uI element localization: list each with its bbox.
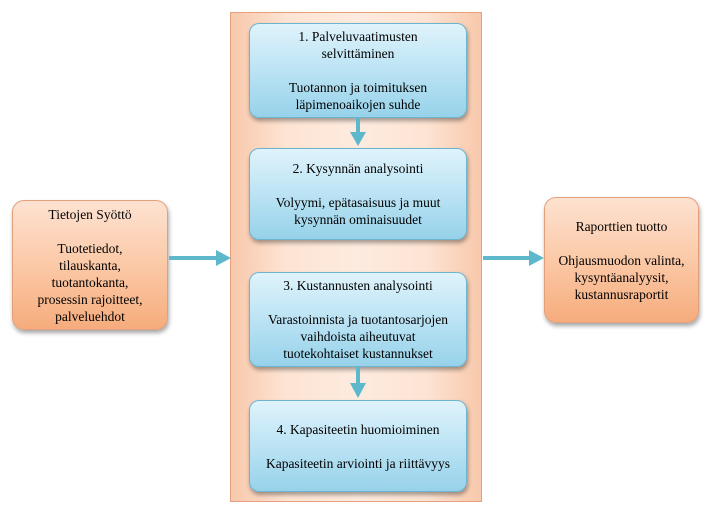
step-3-title-line-1: 3. Kustannusten analysointi bbox=[283, 278, 433, 293]
step-1-desc-line-2: läpimenoaikojen suhde bbox=[295, 97, 421, 112]
input-box-line-4: prosessin rajoitteet, bbox=[37, 291, 143, 307]
output-box-title: Raporttien tuotto bbox=[575, 218, 668, 234]
input-box-line-1: Tuotetiedot, bbox=[57, 240, 123, 256]
step-4-title-line-1: 4. Kapasiteetin huomioiminen bbox=[276, 421, 440, 437]
step-1-desc-line-1: Tuotannon ja toimituksen bbox=[288, 80, 428, 95]
input-box-line-2: tilauskanta, bbox=[59, 257, 121, 273]
output-box-line-2: kysyntäanalyysit, bbox=[574, 269, 669, 285]
step-3-box: 3. Kustannusten analysointi Varastoinnis… bbox=[249, 272, 467, 367]
input-box-line-5: palveluehdot bbox=[55, 308, 125, 324]
step-2-title-line-1: 2. Kysynnän analysointi bbox=[292, 161, 424, 176]
step-4-box: 4. Kapasiteetin huomioiminen Kapasiteeti… bbox=[249, 400, 467, 492]
step-2-desc-line-1: Volyymi, epätasaisuus ja muut bbox=[275, 195, 441, 210]
step-1-title-line-1: 1. Palveluvaatimusten bbox=[298, 29, 418, 44]
step-3-desc-line-2: vaihdoista aiheutuvat bbox=[300, 329, 416, 344]
arrow-input-to-process bbox=[169, 250, 231, 266]
input-box: Tietojen Syöttö Tuotetiedot, tilauskanta… bbox=[12, 200, 168, 330]
input-box-title: Tietojen Syöttö bbox=[48, 206, 132, 222]
step-3-desc-line-3: tuotekohtaiset kustannukset bbox=[283, 346, 433, 361]
step-3-desc-line-1: Varastoinnista ja tuotantosarjojen bbox=[268, 312, 448, 327]
step-1-title-line-2: selvittäminen bbox=[321, 46, 395, 61]
step-4-desc-line-1: Kapasiteetin arviointi ja riittävyys bbox=[265, 455, 451, 471]
step-2-desc-line-2: kysynnän ominaisuudet bbox=[294, 212, 422, 227]
output-box: Raporttien tuotto Ohjausmuodon valinta, … bbox=[544, 197, 699, 323]
step-2-box: 2. Kysynnän analysointi Volyymi, epätasa… bbox=[249, 148, 467, 240]
arrow-process-to-output bbox=[483, 250, 544, 266]
output-box-line-3: kustannusraportit bbox=[574, 286, 669, 302]
input-box-line-3: tuotantokanta, bbox=[51, 274, 129, 290]
output-box-line-1: Ohjausmuodon valinta, bbox=[558, 252, 685, 268]
step-1-box: 1. Palveluvaatimusten selvittäminen Tuot… bbox=[249, 23, 467, 118]
